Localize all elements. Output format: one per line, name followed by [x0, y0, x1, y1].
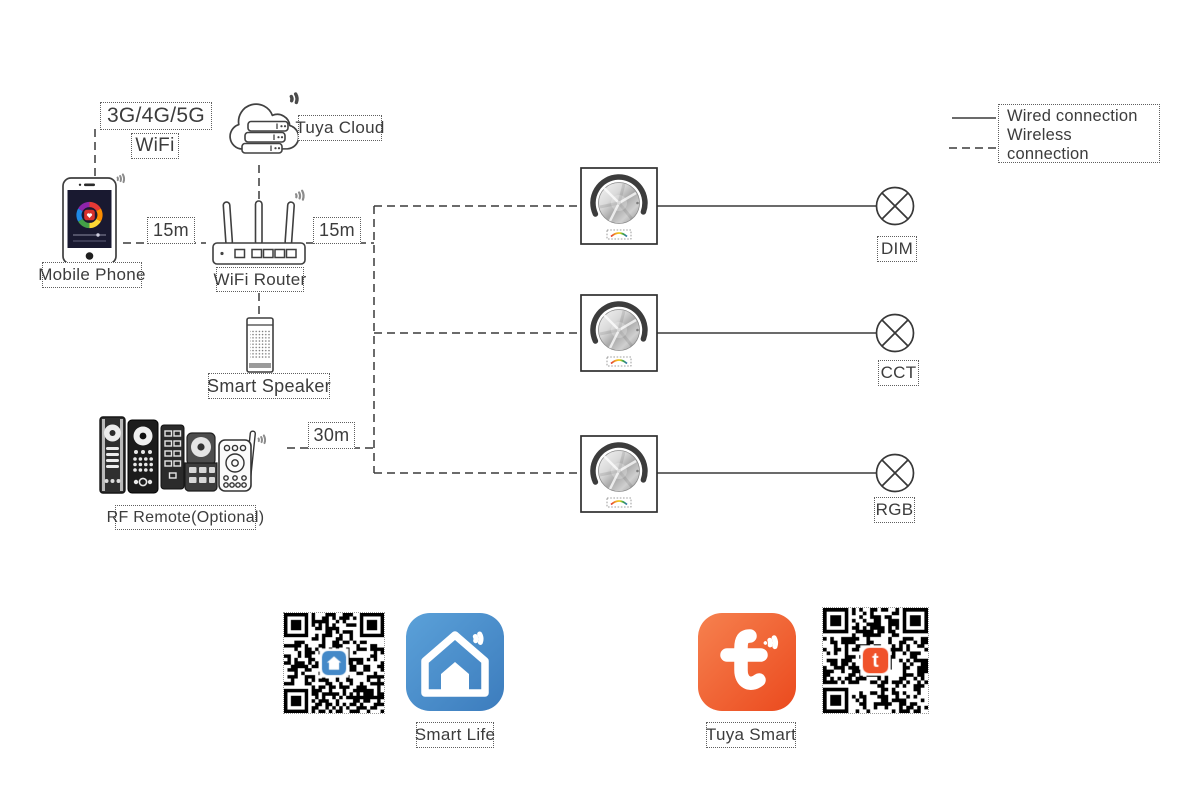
smart-life-label: Smart Life	[415, 722, 495, 748]
qr-code-tuya-smart	[822, 607, 929, 714]
lamp-cct-label: CCT	[878, 360, 919, 386]
wifi-router-label: WiFi Router	[213, 267, 306, 292]
wifi-label: WiFi	[131, 133, 179, 159]
tuya-smart-label: Tuya Smart	[706, 722, 796, 748]
dimmer-panel-dim	[580, 167, 658, 245]
smart-life-app-icon	[406, 613, 504, 711]
qr-code-smart-life	[283, 612, 385, 714]
rf-remote-icons	[99, 416, 267, 494]
rf-remote-label: RF Remote(Optional)	[107, 505, 264, 530]
tuya-cloud-icon	[229, 92, 300, 154]
distance-label-router-receiver: 15m	[313, 217, 361, 244]
lamp-rgb-label: RGB	[874, 497, 915, 523]
lamp-cct-icon	[875, 313, 915, 353]
dimmer-panel-rgb	[580, 435, 658, 513]
lamp-dim-icon	[875, 186, 915, 226]
legend-wireless-label: Wireless connection	[1007, 126, 1089, 163]
distance-label-remote-receiver: 30m	[308, 422, 355, 449]
wifi-router-icon	[212, 189, 306, 265]
wifi-signal-icon	[116, 173, 126, 184]
rf-remote-5	[218, 430, 267, 492]
tuya-smart-app-icon	[698, 613, 796, 711]
wifi-signal-icon	[763, 635, 778, 650]
rf-remote-4	[184, 432, 218, 492]
lamp-rgb-icon	[875, 453, 915, 493]
lamp-dim-label: DIM	[877, 236, 917, 262]
smart-speaker-label: Smart Speaker	[207, 373, 331, 399]
distance-label-phone-router: 15m	[147, 217, 195, 244]
wifi-signal-icon	[289, 92, 299, 105]
legend-wired-label: Wired connection	[1007, 107, 1138, 125]
tuya-cloud-label: Tuya Cloud	[295, 115, 384, 141]
wifi-signal-icon	[257, 434, 267, 445]
rf-remote-3	[160, 424, 185, 490]
dimmer-panel-cct	[580, 294, 658, 372]
smart-speaker-icon	[246, 317, 274, 373]
mobile-phone-icon	[62, 173, 126, 265]
mobile-phone-label: Mobile Phone	[38, 262, 145, 288]
wifi-signal-icon	[472, 631, 484, 645]
rf-remote-2	[127, 419, 159, 494]
rf-remote-1	[99, 416, 126, 494]
legend: Wired connection Wireless connection	[998, 104, 1160, 163]
cellular-label: 3G/4G/5G	[100, 102, 212, 130]
wifi-signal-icon	[294, 189, 305, 201]
